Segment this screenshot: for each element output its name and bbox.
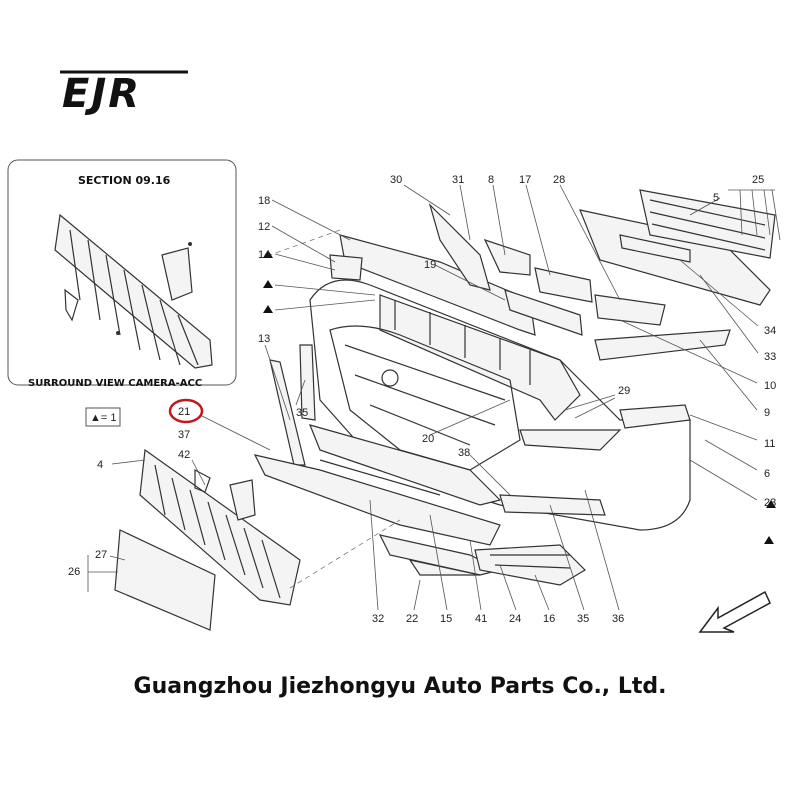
callout-label: 31 xyxy=(452,174,464,186)
callout-label: 27 xyxy=(95,549,107,561)
callout-label: 11 xyxy=(764,438,775,450)
parts-lower xyxy=(253,424,606,586)
callout-label: 20 xyxy=(422,433,434,445)
leader-lines xyxy=(87,184,781,611)
callout-label: 30 xyxy=(390,174,402,186)
callout-label: 34 xyxy=(764,325,776,337)
callout-label: 35 xyxy=(296,407,308,419)
parts-upper xyxy=(339,189,776,421)
highlight-circle xyxy=(168,398,204,424)
legend-box: ▲= 1 xyxy=(85,407,121,427)
callout-label: 36 xyxy=(612,613,624,625)
callout-label: 5 xyxy=(713,192,719,204)
callout-label: 42 xyxy=(178,449,190,461)
callout-label: 37 xyxy=(178,429,190,441)
logo-text: EJR xyxy=(62,71,141,117)
callout-label: 12 xyxy=(258,221,270,233)
callout-label: 25 xyxy=(752,174,764,186)
callout-label: 13 xyxy=(258,333,270,345)
callout-label: 17 xyxy=(519,174,531,186)
callout-label: 24 xyxy=(509,613,521,625)
parts-grille-left xyxy=(114,448,301,631)
inset-grille-drawing xyxy=(54,213,213,369)
callout-label: 32 xyxy=(372,613,384,625)
callout-label: 18 xyxy=(258,195,270,207)
callout-label: 8 xyxy=(488,174,494,186)
callout-labels: 30 31 8 17 28 25 5 18 12 14 19 34 33 10 … xyxy=(68,174,776,625)
callout-label: 38 xyxy=(458,447,470,459)
triangle-markers xyxy=(263,250,776,544)
callout-label: 23 xyxy=(764,497,776,509)
callout-label: 41 xyxy=(475,613,487,625)
callout-label: 29 xyxy=(618,385,630,397)
assembly-guides xyxy=(269,229,401,589)
inset-panel: SECTION 09.16 SURROUND VIEW CAMERA-ACC xyxy=(7,159,237,389)
inset-title: SECTION 09.16 xyxy=(78,174,171,187)
brand-logo: EJR xyxy=(60,70,188,117)
company-name: Guangzhou Jiezhongyu Auto Parts Co., Ltd… xyxy=(134,674,667,699)
callout-label: 19 xyxy=(424,259,436,271)
callout-label: 4 xyxy=(97,459,103,471)
callout-label: 22 xyxy=(406,613,418,625)
callout-label: 16 xyxy=(543,613,555,625)
callout-label: 35 xyxy=(577,613,589,625)
legend-text: ▲= 1 xyxy=(90,412,117,424)
callout-label: 14 xyxy=(258,249,270,261)
callout-label: 33 xyxy=(764,351,776,363)
callout-label: 15 xyxy=(440,613,452,625)
callout-label: 6 xyxy=(764,468,770,480)
front-direction-arrow xyxy=(698,590,771,633)
callout-label: 9 xyxy=(764,407,770,419)
callout-label: 28 xyxy=(553,174,565,186)
callout-label: 26 xyxy=(68,566,80,578)
callout-label: 21 xyxy=(178,406,190,418)
inset-caption: SURROUND VIEW CAMERA-ACC xyxy=(28,378,202,389)
callout-label: 10 xyxy=(764,380,776,392)
